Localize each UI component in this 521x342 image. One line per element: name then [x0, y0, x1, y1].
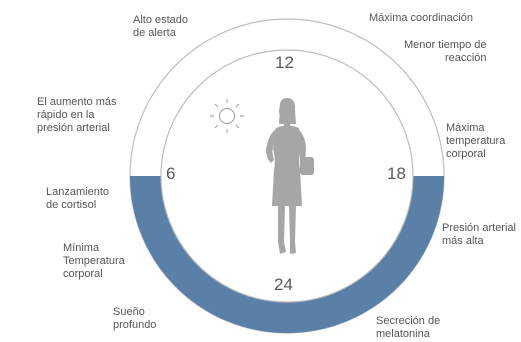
- label-sueno-profundo: Sueño profundo: [113, 306, 157, 331]
- label-secrecion-melatonina: Secreción de melatonina: [376, 315, 441, 340]
- label-alto-estado-alerta: Alto estado de alerta: [133, 14, 189, 39]
- label-minima-temperatura: Mínima Temperatura corporal: [63, 242, 125, 280]
- hour-18: 18: [387, 164, 406, 183]
- label-lanzamiento-cortisol: Lanzamiento de cortisol: [46, 186, 109, 211]
- label-presion-arterial-alta: Presión arterial más alta: [442, 222, 516, 247]
- hour-12: 12: [275, 53, 294, 72]
- label-maxima-temperatura: Máxima temperatura corporal: [446, 122, 506, 160]
- woman-silhouette: [266, 98, 314, 254]
- label-maxima-coordinacion: Máxima coordinación: [369, 12, 473, 24]
- sun-icon: [210, 99, 244, 133]
- hour-6: 6: [166, 164, 176, 183]
- label-menor-tiempo-reaccion: Menor tiempo de reacción: [404, 39, 487, 64]
- label-aumento-presion-arterial: El aumento más rápido en la presión arte…: [37, 96, 117, 134]
- hour-24: 24: [274, 275, 293, 294]
